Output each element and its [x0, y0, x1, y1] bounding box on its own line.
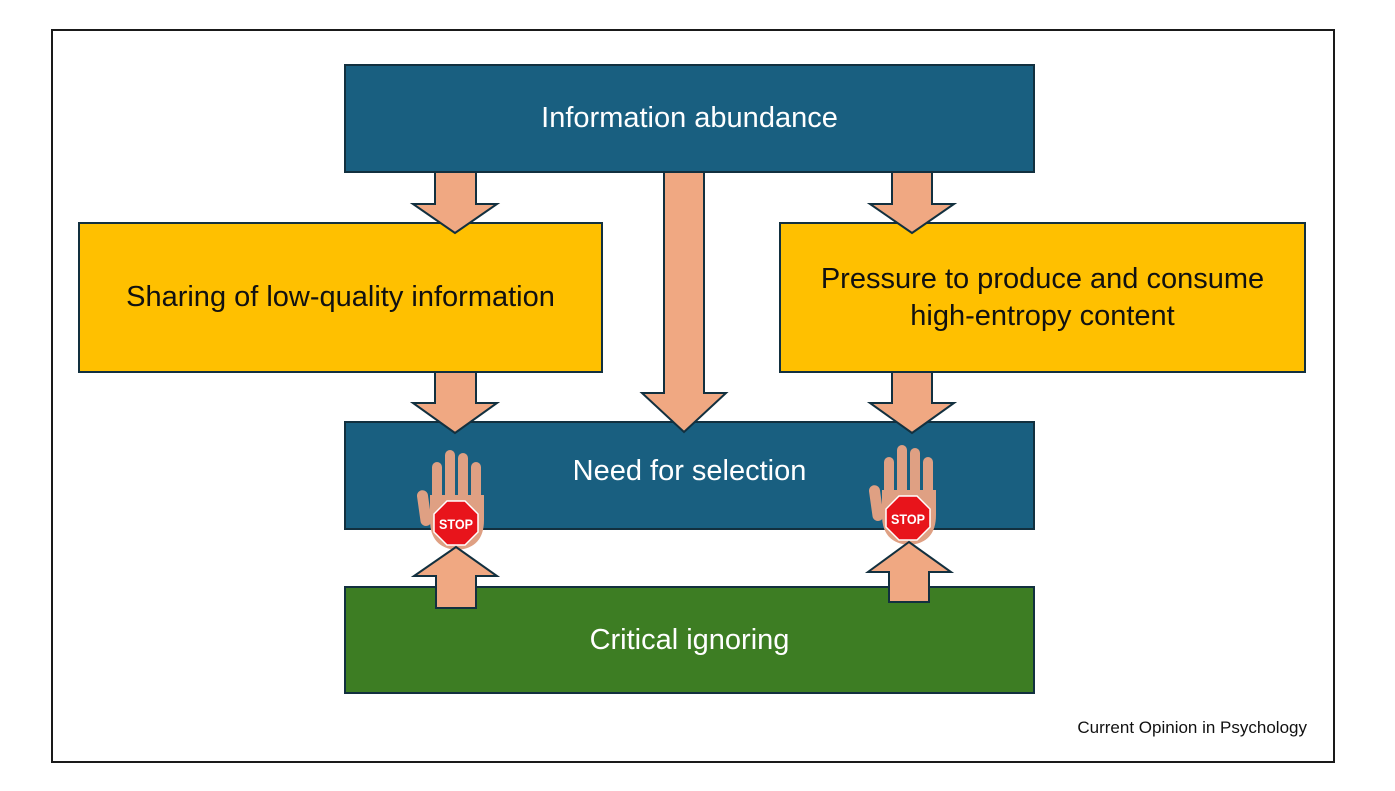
- node-label: Information abundance: [541, 102, 838, 135]
- journal-caption: Current Opinion in Psychology: [1077, 718, 1307, 737]
- node-information-abundance: Information abundance: [344, 64, 1035, 173]
- node-sharing-low-quality-information: Sharing of low-quality information: [78, 222, 603, 373]
- node-need-for-selection: Need for selection: [344, 421, 1035, 530]
- node-label: Pressure to produce and consume high-ent…: [820, 263, 1265, 332]
- node-critical-ignoring: Critical ignoring: [344, 586, 1035, 694]
- node-label: Need for selection: [572, 455, 807, 488]
- node-pressure-high-entropy-content: Pressure to produce and consume high-ent…: [779, 222, 1306, 373]
- node-label: Sharing of low-quality information: [126, 281, 555, 314]
- node-label: Critical ignoring: [589, 623, 790, 656]
- figure-frame: [51, 29, 1335, 763]
